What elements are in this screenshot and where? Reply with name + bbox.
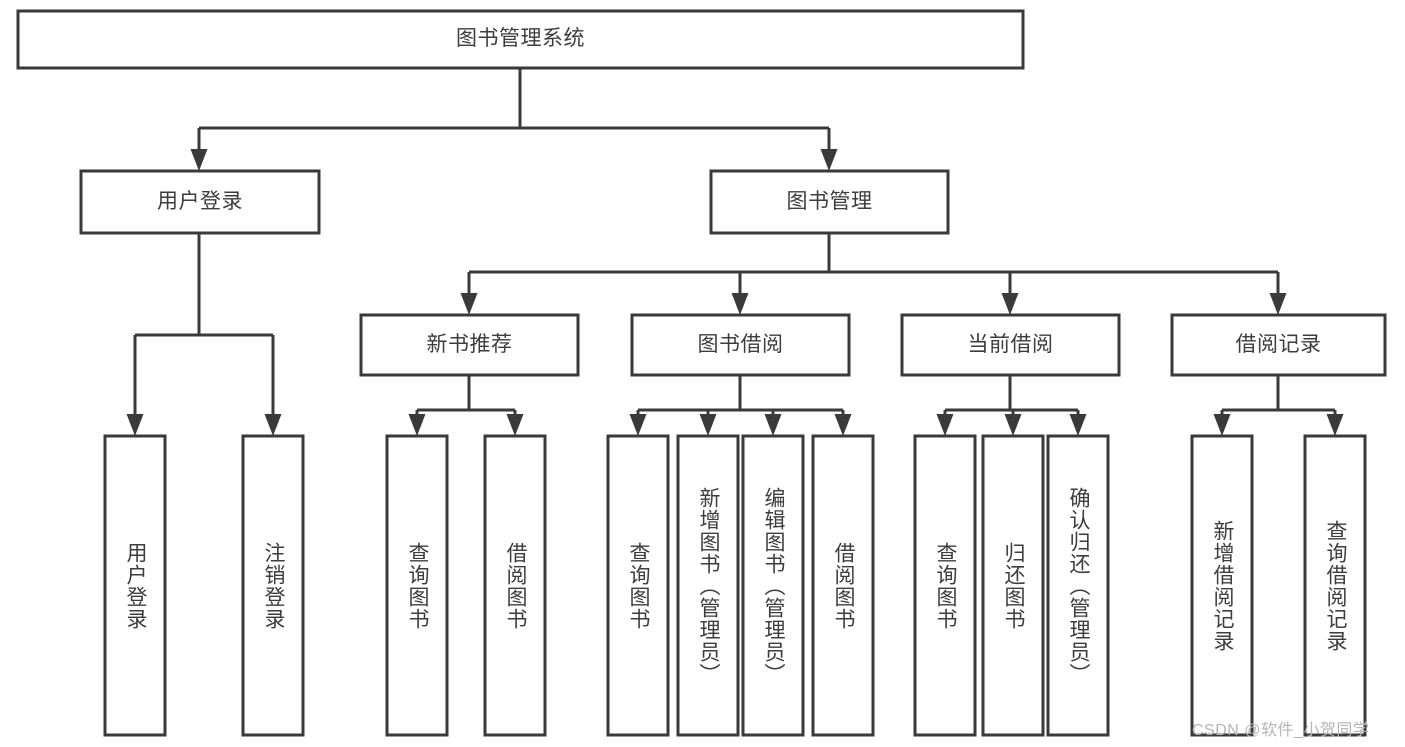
arrow-head-icon: [1326, 414, 1344, 436]
connector-arrow: [629, 410, 647, 436]
node-box-new-book-recommend[interactable]: [359, 313, 580, 377]
arrow-head-icon: [460, 293, 478, 315]
node-box-leaf-query-book-current[interactable]: [913, 434, 977, 737]
connectors-layer: [126, 68, 1344, 436]
node-box-root[interactable]: [16, 9, 1025, 70]
node-box-leaf-confirm-return-admin[interactable]: [1046, 434, 1110, 737]
arrow-head-icon: [764, 414, 782, 436]
arrow-head-icon: [731, 293, 749, 315]
arrow-head-icon: [629, 414, 647, 436]
arrow-head-icon: [126, 414, 144, 436]
node-box-book-management[interactable]: [709, 169, 950, 235]
csdn-watermark: CSDN @软件_小贺同学: [1192, 722, 1370, 739]
node-box-leaf-edit-book-admin[interactable]: [741, 434, 805, 737]
node-box-book-borrow[interactable]: [630, 313, 851, 377]
node-box-leaf-borrow-book-recommend[interactable]: [483, 434, 547, 737]
node-box-leaf-query-book-borrow[interactable]: [606, 434, 670, 737]
connector-arrow: [1001, 272, 1019, 315]
connector-arrow: [506, 410, 524, 436]
connector-arrow: [764, 410, 782, 436]
node-box-leaf-return-book[interactable]: [981, 434, 1045, 737]
arrow-head-icon: [1269, 293, 1287, 315]
arrow-head-icon: [699, 414, 717, 436]
arrow-head-icon: [1004, 414, 1022, 436]
node-box-current-borrow[interactable]: [900, 313, 1121, 377]
connector-arrow: [190, 128, 208, 171]
node-box-leaf-logout-login[interactable]: [241, 434, 305, 737]
connector-arrow: [1069, 410, 1087, 436]
arrow-head-icon: [506, 414, 524, 436]
connector-arrow: [936, 410, 954, 436]
connector-arrow: [820, 128, 838, 171]
node-box-leaf-query-borrow-record[interactable]: [1303, 434, 1367, 737]
node-box-leaf-user-login[interactable]: [103, 434, 167, 737]
connector-arrow: [460, 272, 478, 315]
connector-arrow: [1269, 272, 1287, 315]
connector-arrow: [1004, 410, 1022, 436]
arrow-head-icon: [834, 414, 852, 436]
arrow-head-icon: [190, 149, 208, 171]
connector-arrow: [264, 335, 282, 436]
node-box-user-login[interactable]: [79, 169, 321, 235]
connector-arrow: [1326, 410, 1344, 436]
arrow-head-icon: [1069, 414, 1087, 436]
arrow-head-icon: [1213, 414, 1231, 436]
node-box-leaf-borrow-book[interactable]: [811, 434, 875, 737]
arrow-head-icon: [1001, 293, 1019, 315]
arrow-head-icon: [820, 149, 838, 171]
arrow-head-icon: [264, 414, 282, 436]
node-box-borrow-record[interactable]: [1170, 313, 1387, 377]
node-box-leaf-add-book-admin[interactable]: [676, 434, 740, 737]
node-box-leaf-add-borrow-record[interactable]: [1190, 434, 1254, 737]
connector-arrow: [1213, 410, 1231, 436]
connector-arrow: [408, 410, 426, 436]
arrow-head-icon: [408, 414, 426, 436]
connector-arrow: [126, 335, 144, 436]
connector-arrow: [731, 272, 749, 315]
arrow-head-icon: [936, 414, 954, 436]
connector-arrow: [834, 410, 852, 436]
connector-arrow: [699, 410, 717, 436]
node-box-leaf-query-book-recommend[interactable]: [385, 434, 449, 737]
boxes-layer: [16, 9, 1387, 737]
